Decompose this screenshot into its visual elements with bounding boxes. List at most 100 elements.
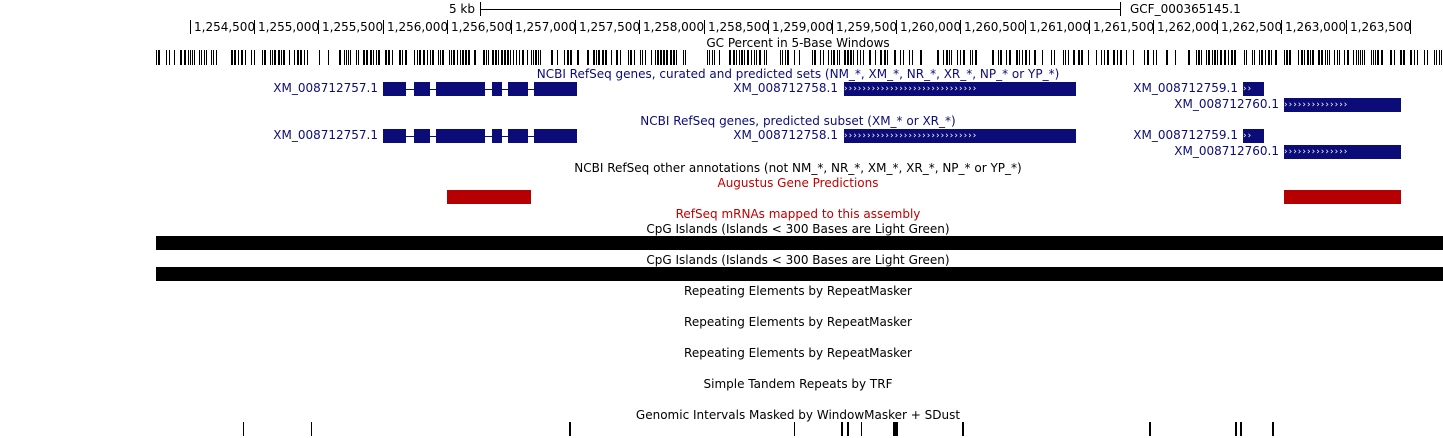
windowmasker-interval[interactable] xyxy=(311,422,312,436)
repeatmasker-track-title-2[interactable]: Repeating Elements by RepeatMasker xyxy=(684,315,912,329)
gene-label-xm-008712758-predicted[interactable]: XM_008712758.1 xyxy=(733,128,838,142)
gc-window-mark xyxy=(1051,50,1052,65)
ruler-tick-label: 1,258,500 xyxy=(708,20,770,34)
gc-window-mark xyxy=(199,50,200,65)
exon-xm-008712757-predicted[interactable] xyxy=(414,129,430,143)
exon-xm-008712757-curated[interactable] xyxy=(534,82,577,96)
exon-xm-008712757-predicted[interactable] xyxy=(383,129,406,143)
augustus-track-title[interactable]: Augustus Gene Predictions xyxy=(717,176,879,190)
windowmasker-interval[interactable] xyxy=(847,422,849,436)
windowmasker-interval[interactable] xyxy=(962,422,964,436)
gc-window-mark xyxy=(1208,50,1210,65)
gc-window-mark xyxy=(628,50,629,65)
gc-window-mark xyxy=(1029,50,1030,65)
gc-percent-track-title[interactable]: GC Percent in 5-Base Windows xyxy=(706,36,890,50)
gene-label-xm-008712760-curated[interactable]: XM_008712760.1 xyxy=(1174,97,1279,111)
augustus-prediction-2[interactable] xyxy=(1284,190,1401,204)
gc-window-mark xyxy=(1201,50,1202,65)
windowmasker-interval[interactable] xyxy=(861,422,862,436)
gc-window-mark xyxy=(640,50,641,65)
gc-window-mark xyxy=(741,50,743,65)
gc-window-mark xyxy=(495,50,497,65)
exon-xm-008712757-curated[interactable] xyxy=(508,82,528,96)
ruler-tick-label: 1,256,000 xyxy=(387,20,449,34)
windowmasker-interval[interactable] xyxy=(893,422,898,436)
augustus-prediction-1[interactable] xyxy=(447,190,531,204)
gc-window-mark xyxy=(417,50,418,65)
windowmasker-interval[interactable] xyxy=(1272,422,1274,436)
gc-window-mark xyxy=(709,50,710,65)
gc-window-mark xyxy=(430,50,431,65)
windowmasker-interval[interactable] xyxy=(569,422,571,436)
gc-window-mark xyxy=(156,50,157,65)
gene-label-xm-008712759-predicted[interactable]: XM_008712759.1 xyxy=(1133,128,1238,142)
gene-label-xm-008712757-predicted[interactable]: XM_008712757.1 xyxy=(273,128,378,142)
windowmasker-interval[interactable] xyxy=(841,422,843,436)
cpg-island-bar-1[interactable] xyxy=(156,236,1443,250)
gene-xm-008712758-predicted[interactable]: ››››››››››››››››››››››››››››› xyxy=(844,129,1076,143)
gc-window-mark xyxy=(1337,50,1338,65)
gene-xm-008712759-predicted[interactable]: ›› xyxy=(1243,129,1264,143)
exon-xm-008712757-curated[interactable] xyxy=(383,82,406,96)
repeatmasker-track-title-1[interactable]: Repeating Elements by RepeatMasker xyxy=(684,284,912,298)
windowmasker-track-title[interactable]: Genomic Intervals Masked by WindowMasker… xyxy=(635,408,961,422)
gene-label-xm-008712759-curated[interactable]: XM_008712759.1 xyxy=(1133,81,1238,95)
exon-xm-008712757-curated[interactable] xyxy=(436,82,485,96)
windowmasker-interval[interactable] xyxy=(1149,422,1151,436)
gc-window-mark xyxy=(744,50,745,65)
gc-window-mark xyxy=(184,50,186,65)
gc-window-mark xyxy=(344,50,345,65)
gc-window-mark xyxy=(405,50,407,65)
refseq-mrna-track-title[interactable]: RefSeq mRNAs mapped to this assembly xyxy=(675,207,921,221)
ruler-tick xyxy=(1346,20,1347,34)
exon-xm-008712757-predicted[interactable] xyxy=(436,129,485,143)
gc-window-mark xyxy=(531,50,532,65)
cpg-islands-track-title-2[interactable]: CpG Islands (Islands < 300 Bases are Lig… xyxy=(646,253,950,267)
gc-window-mark xyxy=(747,50,749,65)
gc-window-mark xyxy=(169,50,170,65)
gc-window-mark xyxy=(1244,50,1245,65)
gene-label-xm-008712757-curated[interactable]: XM_008712757.1 xyxy=(273,81,378,95)
exon-xm-008712757-predicted[interactable] xyxy=(534,129,577,143)
gc-window-mark xyxy=(880,50,882,65)
refseq-other-track-title[interactable]: NCBI RefSeq other annotations (not NM_*,… xyxy=(574,161,1022,175)
windowmasker-interval[interactable] xyxy=(794,422,795,436)
refseq-curated-track-title[interactable]: NCBI RefSeq genes, curated and predicted… xyxy=(536,67,1060,81)
gc-window-mark xyxy=(616,50,618,65)
gc-window-mark xyxy=(660,50,662,65)
gene-xm-008712760-curated[interactable]: ›››››››››››››› xyxy=(1284,98,1401,112)
gc-window-mark xyxy=(535,50,537,65)
windowmasker-interval[interactable] xyxy=(1235,422,1237,436)
gc-window-mark xyxy=(1356,50,1357,65)
gc-window-mark xyxy=(1441,50,1442,65)
gene-xm-008712758-curated[interactable]: ››››››››››››››››››››››››››››› xyxy=(844,82,1076,96)
gene-label-xm-008712760-predicted[interactable]: XM_008712760.1 xyxy=(1174,144,1279,158)
windowmasker-interval[interactable] xyxy=(1240,422,1242,436)
cpg-island-bar-2[interactable] xyxy=(156,267,1443,281)
ruler-tick xyxy=(511,20,512,34)
cpg-islands-track-title-1[interactable]: CpG Islands (Islands < 300 Bases are Lig… xyxy=(646,222,950,236)
repeatmasker-track-title-3[interactable]: Repeating Elements by RepeatMasker xyxy=(684,346,912,360)
refseq-predicted-track-title[interactable]: NCBI RefSeq genes, predicted subset (XM_… xyxy=(640,114,956,128)
exon-xm-008712757-curated[interactable] xyxy=(414,82,430,96)
gc-window-mark xyxy=(645,50,646,65)
gc-window-mark xyxy=(666,50,668,65)
gc-window-mark xyxy=(1166,50,1168,65)
gc-window-mark xyxy=(611,50,612,65)
ruler-tick-label: 1,259,500 xyxy=(836,20,898,34)
gene-xm-008712760-predicted[interactable]: ›››››››››››››› xyxy=(1284,145,1401,159)
gc-window-mark xyxy=(577,50,579,65)
windowmasker-interval[interactable] xyxy=(243,422,244,436)
trf-track-title[interactable]: Simple Tandem Repeats by TRF xyxy=(703,377,893,391)
gc-window-mark xyxy=(1284,50,1285,65)
gene-label-xm-008712758-curated[interactable]: XM_008712758.1 xyxy=(733,81,838,95)
gc-window-mark xyxy=(739,50,740,65)
gene-xm-008712759-curated[interactable]: ›› xyxy=(1243,82,1264,96)
exon-xm-008712757-predicted[interactable] xyxy=(508,129,528,143)
ruler-tick-label: 1,260,000 xyxy=(900,20,962,34)
gc-window-mark xyxy=(1065,50,1066,65)
exon-xm-008712757-curated[interactable] xyxy=(492,82,502,96)
exon-xm-008712757-predicted[interactable] xyxy=(492,129,502,143)
gc-window-mark xyxy=(1268,50,1270,65)
